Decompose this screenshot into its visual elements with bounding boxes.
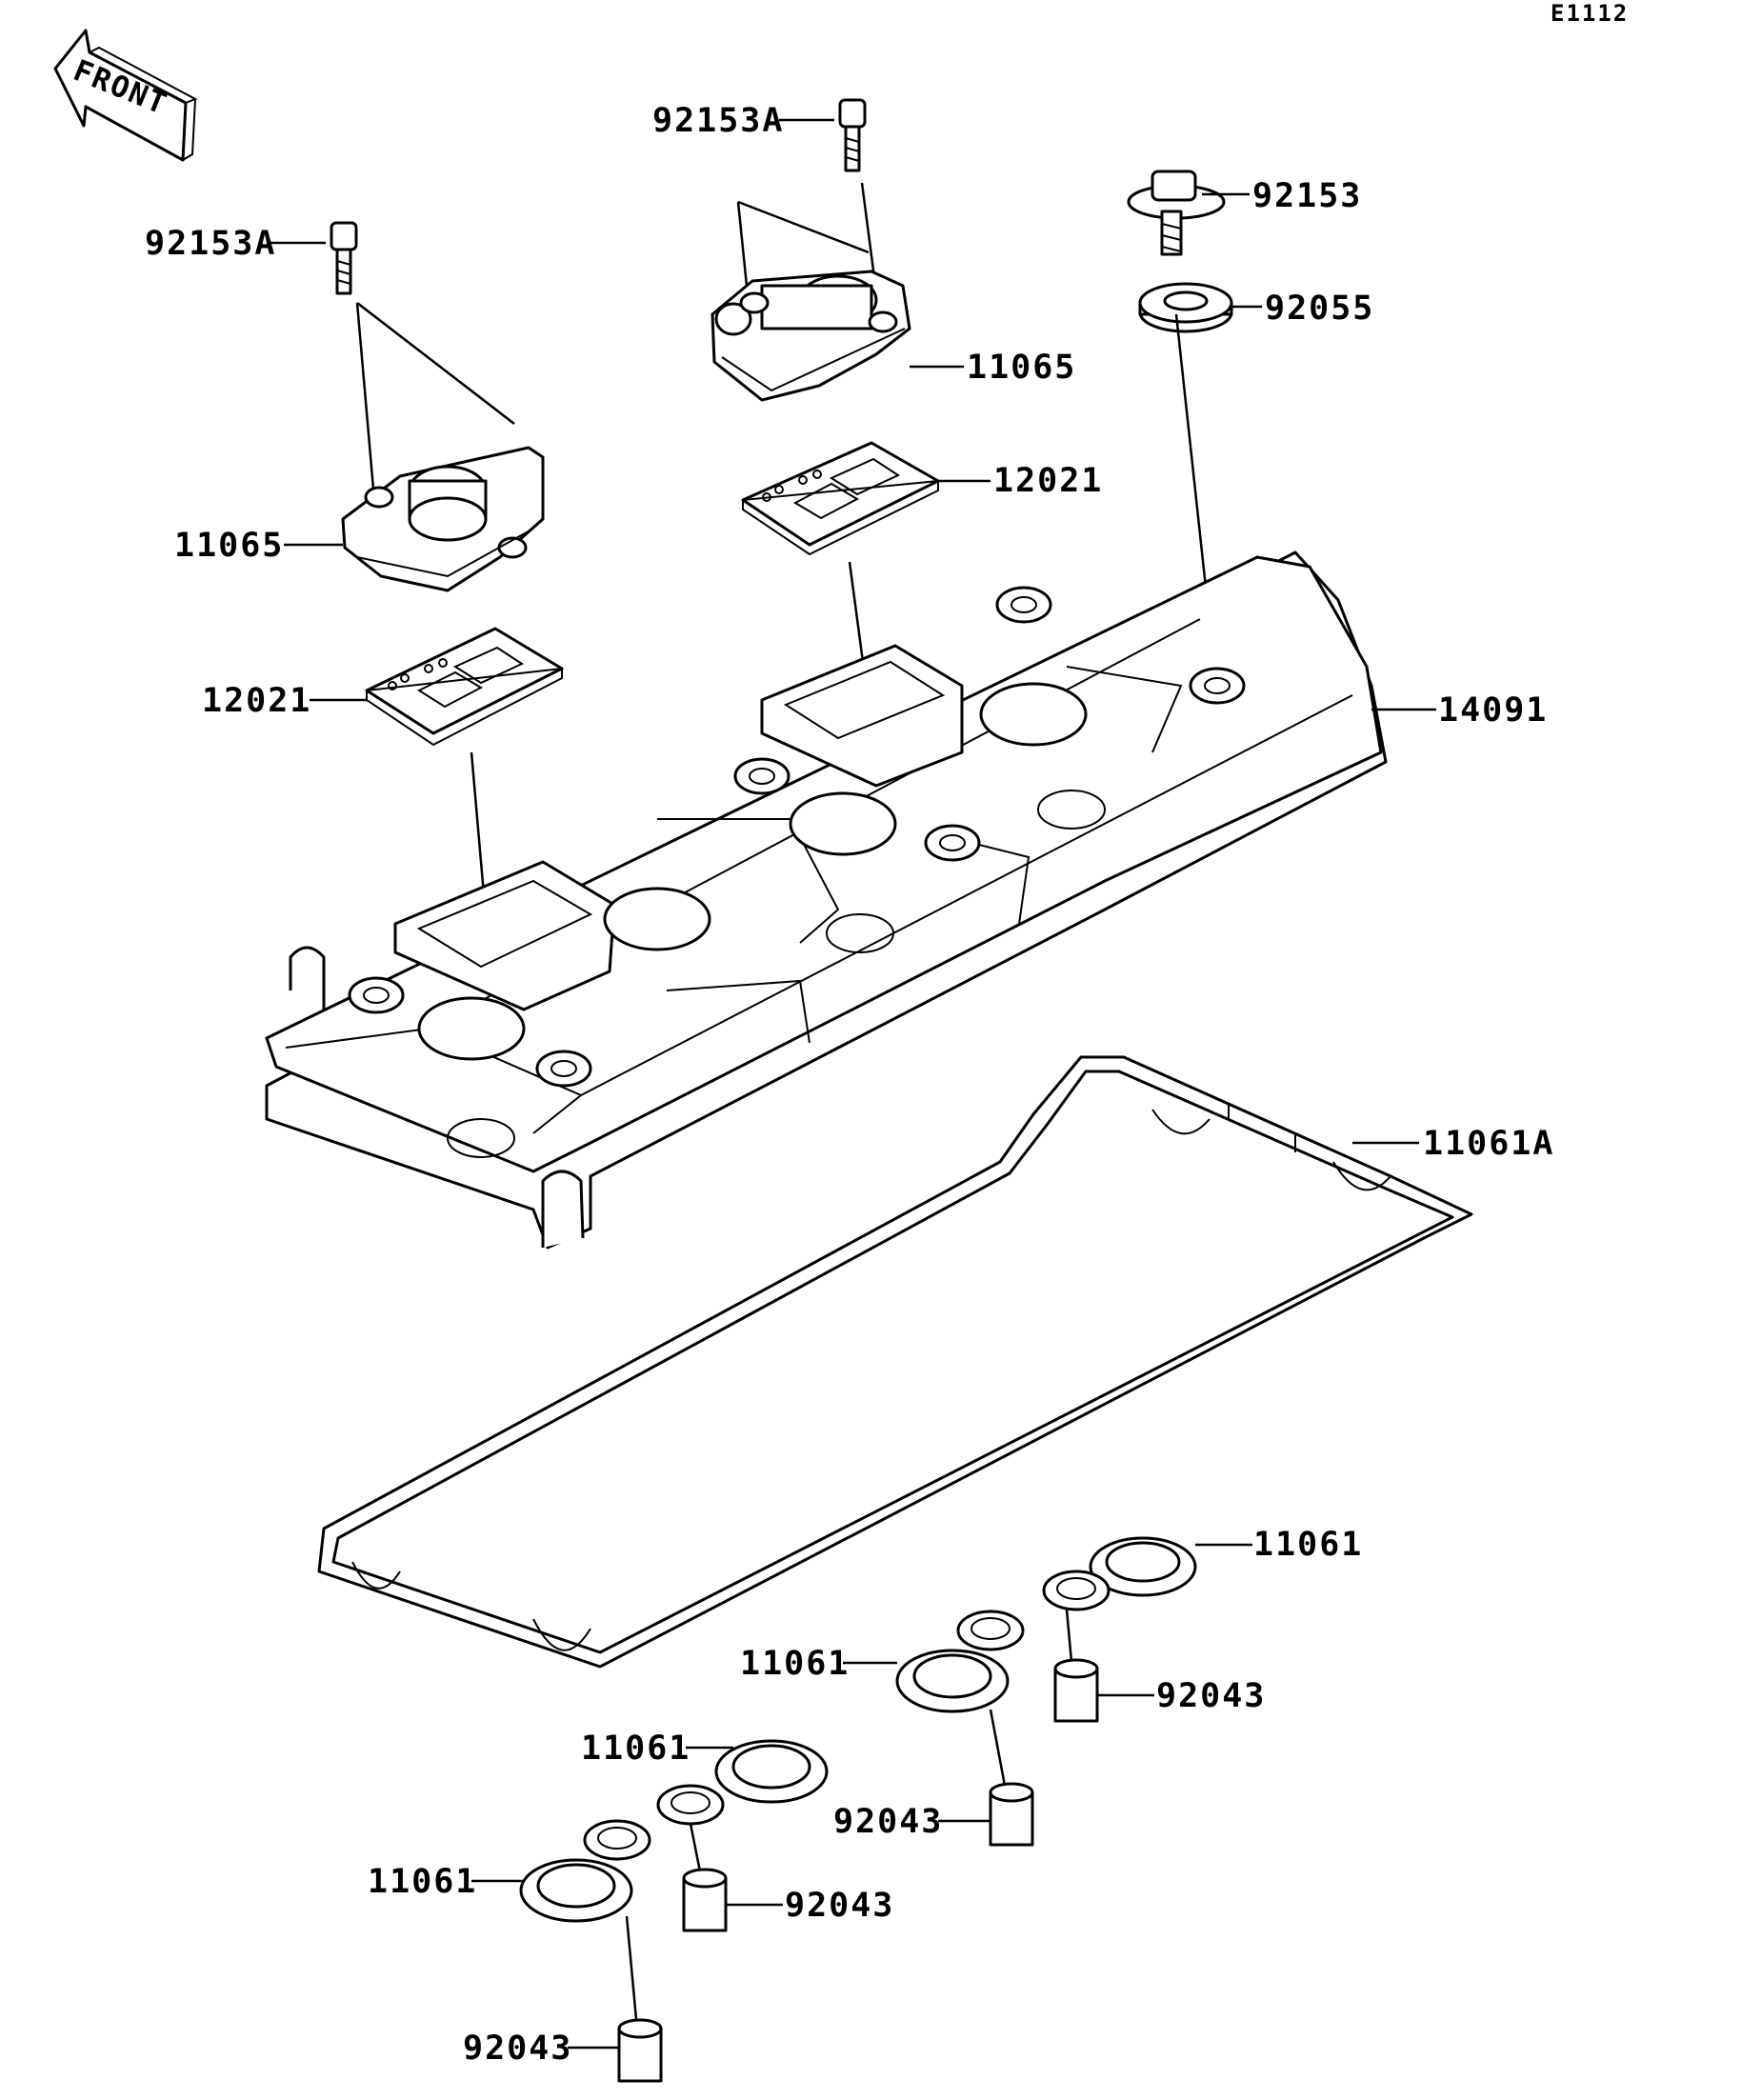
label-92153: 92153 [1252, 177, 1362, 215]
label-92043-left-upper: 92043 [785, 1887, 894, 1925]
leader [355, 302, 376, 501]
reed-valve-12021-center [741, 441, 940, 556]
label-11061-upper-left: 11061 [581, 1730, 690, 1768]
label-11061a: 11061A [1423, 1125, 1554, 1163]
label-12021-left: 12021 [202, 682, 311, 720]
head-cover-gasket-11061a [317, 1055, 1473, 1669]
label-92043-left-lower: 92043 [463, 2030, 572, 2068]
reed-valve-12021-left [365, 627, 564, 747]
collar-92043-left-lower [617, 2018, 663, 2083]
label-11061-upper-right: 11061 [1253, 1526, 1363, 1564]
plug-gasket-11061-lower-left [519, 1858, 633, 1923]
screw-92153a-left [330, 221, 358, 295]
plug-gasket-11061-upper-right [956, 1536, 1197, 1651]
cylinder-head-cover-14091 [265, 550, 1388, 1250]
label-11065-left: 11065 [174, 527, 284, 565]
label-11065-center: 11065 [967, 349, 1076, 387]
plug-gasket-11061-upper-left [583, 1739, 829, 1861]
front-direction-arrow: FRONT [53, 29, 198, 162]
label-11061-lower-right: 11061 [740, 1645, 850, 1683]
collar-92043-right-lower [989, 1782, 1034, 1847]
label-92055: 92055 [1265, 290, 1374, 328]
label-92153a-center: 92153A [652, 102, 784, 140]
collar-92043-left-upper [682, 1868, 728, 1932]
label-92043-right-lower: 92043 [833, 1803, 943, 1841]
plug-gasket-11061-lower-right [895, 1649, 1010, 1713]
collar-92043-right-upper [1053, 1658, 1099, 1723]
label-12021-center: 12021 [993, 462, 1103, 500]
label-92153a-left: 92153A [145, 225, 276, 263]
label-92043-right-upper: 92043 [1156, 1677, 1266, 1715]
label-14091: 14091 [1438, 691, 1548, 730]
page-code: E1112 [1551, 0, 1629, 27]
label-11061-lower-left: 11061 [368, 1863, 477, 1901]
screw-92153a-center [838, 98, 867, 172]
bolt-92153 [1127, 170, 1226, 256]
reed-cover-11065-center [710, 270, 911, 402]
reed-cover-11065-left [341, 446, 545, 592]
washer-92055 [1138, 282, 1233, 333]
